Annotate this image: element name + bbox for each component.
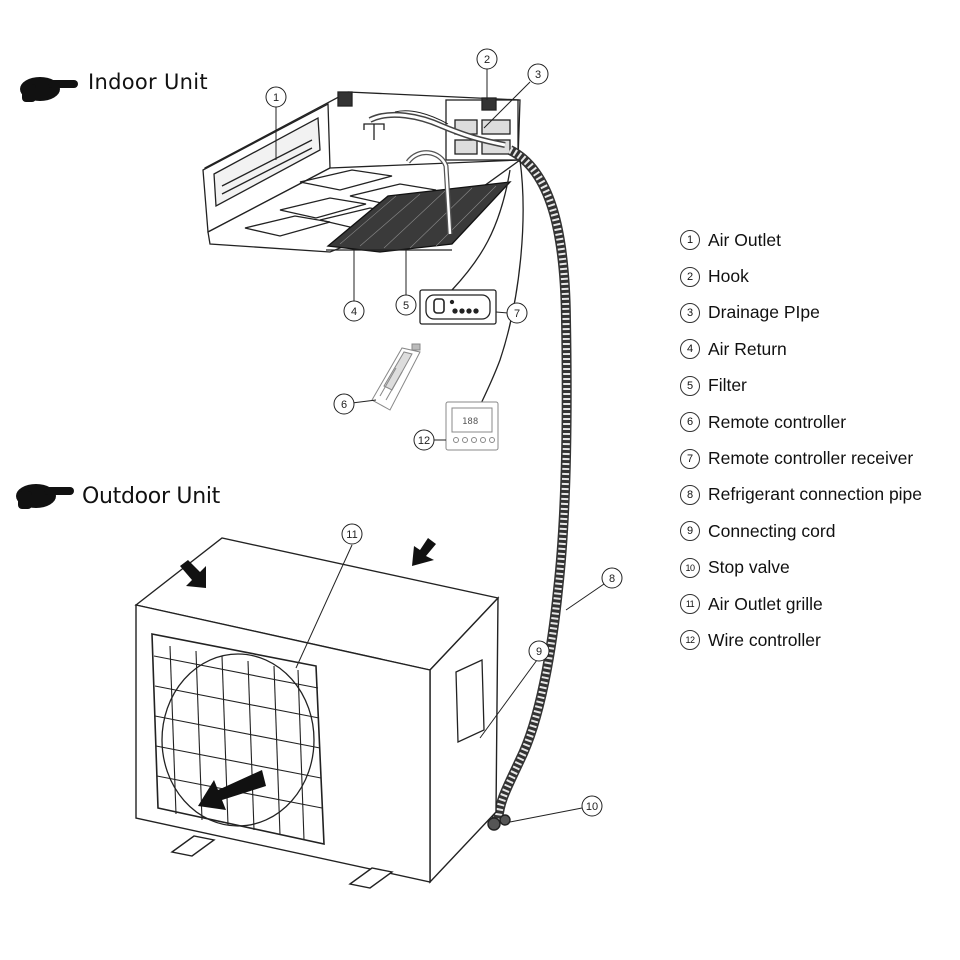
legend-label: Air Return	[708, 338, 787, 359]
legend-label: Wire controller	[708, 629, 821, 650]
wire-controller-display: 188	[462, 417, 478, 427]
legend-item: 10 Stop valve	[680, 550, 960, 586]
legend-number: 10	[680, 557, 700, 578]
legend-number: 9	[680, 521, 700, 542]
airflow-arrow-icon-in-right	[412, 538, 436, 566]
legend-number: 3	[680, 302, 700, 323]
callout-6: 6	[341, 399, 347, 411]
legend-label: Drainage PIpe	[708, 302, 820, 323]
callout-7: 7	[514, 308, 520, 320]
pointing-hand-icon-indoor	[20, 77, 78, 102]
airflow-arrows	[180, 538, 436, 810]
callout-12: 12	[418, 435, 430, 447]
legend-item: 11 Air Outlet grille	[680, 586, 960, 622]
airflow-arrow-icon-in-left	[180, 560, 206, 588]
callout-11: 11	[346, 529, 357, 541]
callouts: 1 2 3 4 5 6 7 8 9 10	[265, 48, 623, 823]
callout-3: 3	[535, 69, 541, 81]
legend-number: 6	[680, 412, 700, 433]
legend-label: Connecting cord	[708, 520, 836, 541]
callout-8: 8	[609, 573, 615, 585]
legend-item: 1 Air Outlet	[680, 222, 960, 258]
legend-label: Air Outlet grille	[708, 593, 823, 614]
airflow-arrow-icon-out	[198, 770, 266, 810]
legend-item: 2 Hook	[680, 258, 960, 294]
legend-item: 3 Drainage PIpe	[680, 295, 960, 331]
legend-number: 12	[680, 630, 700, 651]
remote-controller-drawing	[371, 343, 421, 411]
callout-5: 5	[403, 300, 409, 312]
refrigerant-connection-pipe	[493, 145, 572, 821]
callout-2: 2	[484, 54, 490, 66]
legend-number: 2	[680, 266, 700, 287]
parts-legend: 1 Air Outlet 2 Hook 3 Drainage PIpe 4 Air Retur…	[680, 222, 960, 659]
legend-number: 1	[680, 230, 700, 251]
legend-label: Remote controller receiver	[708, 448, 914, 469]
outdoor-unit-drawing	[134, 537, 511, 889]
legend-label: Refrigerant connection pipe	[708, 484, 923, 505]
remote-controller-receiver-drawing	[419, 289, 497, 325]
legend-label: Hook	[708, 266, 749, 287]
legend-item: 5 Filter	[680, 368, 960, 404]
legend-item: 12 Wire controller	[680, 622, 960, 658]
callout-4: 4	[351, 306, 357, 318]
legend-item: 4 Air Return	[680, 331, 960, 367]
callout-10: 10	[586, 801, 598, 813]
legend-item: 8 Refrigerant connection pipe	[680, 477, 960, 513]
callout-1: 1	[273, 92, 279, 104]
legend-item: 6 Remote controller	[680, 404, 960, 440]
legend-label: Stop valve	[708, 557, 790, 578]
legend-item: 7 Remote controller receiver	[680, 440, 960, 476]
legend-number: 5	[680, 375, 700, 396]
legend-number: 11	[680, 594, 700, 615]
indoor-unit-heading: Indoor Unit	[88, 70, 208, 94]
legend-label: Air Outlet	[708, 229, 781, 250]
legend-number: 8	[680, 484, 700, 505]
wire-controller-drawing: 188	[445, 401, 499, 451]
callout-9: 9	[536, 646, 542, 658]
indoor-unit-drawing	[202, 91, 523, 253]
legend-number: 7	[680, 448, 700, 469]
legend-label: Remote controller	[708, 411, 847, 432]
legend-label: Filter	[708, 375, 747, 396]
legend-item: 9 Connecting cord	[680, 513, 960, 549]
legend-number: 4	[680, 339, 700, 360]
pointing-hand-icon-outdoor	[16, 484, 74, 509]
outdoor-unit-heading: Outdoor Unit	[82, 484, 220, 509]
